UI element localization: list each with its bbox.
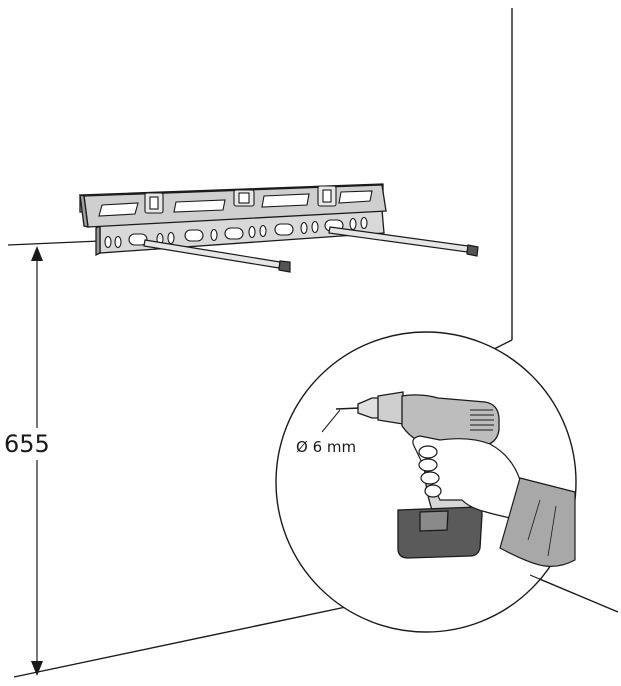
bit-size-label: Ø 6 mm [296, 438, 356, 456]
bracket-edge [95, 224, 101, 257]
level-windows [98, 190, 373, 217]
detail-floor-edge [529, 574, 576, 595]
sleeve-folds [527, 499, 557, 557]
battery-latch [419, 510, 449, 532]
dimension-label-bg [4, 428, 62, 460]
height-dimension-arrow [31, 246, 43, 676]
reference-line [7, 240, 101, 246]
spirit-level [79, 183, 387, 228]
floor-line [13, 603, 361, 678]
arrowhead-top [31, 246, 43, 261]
hand-palm [412, 435, 541, 521]
arrowhead-bottom [31, 661, 43, 676]
screw-left [143, 239, 291, 273]
drill-bit [335, 407, 361, 410]
sleeve [499, 477, 576, 567]
drill-vent [470, 409, 494, 431]
level-end [79, 194, 89, 228]
screw-right [328, 226, 479, 257]
dimension-label: 655 [4, 430, 50, 458]
hand [412, 435, 541, 521]
drill-collar [377, 391, 404, 425]
level-bubble-vials [144, 185, 337, 214]
bit-label-leader [321, 409, 341, 433]
